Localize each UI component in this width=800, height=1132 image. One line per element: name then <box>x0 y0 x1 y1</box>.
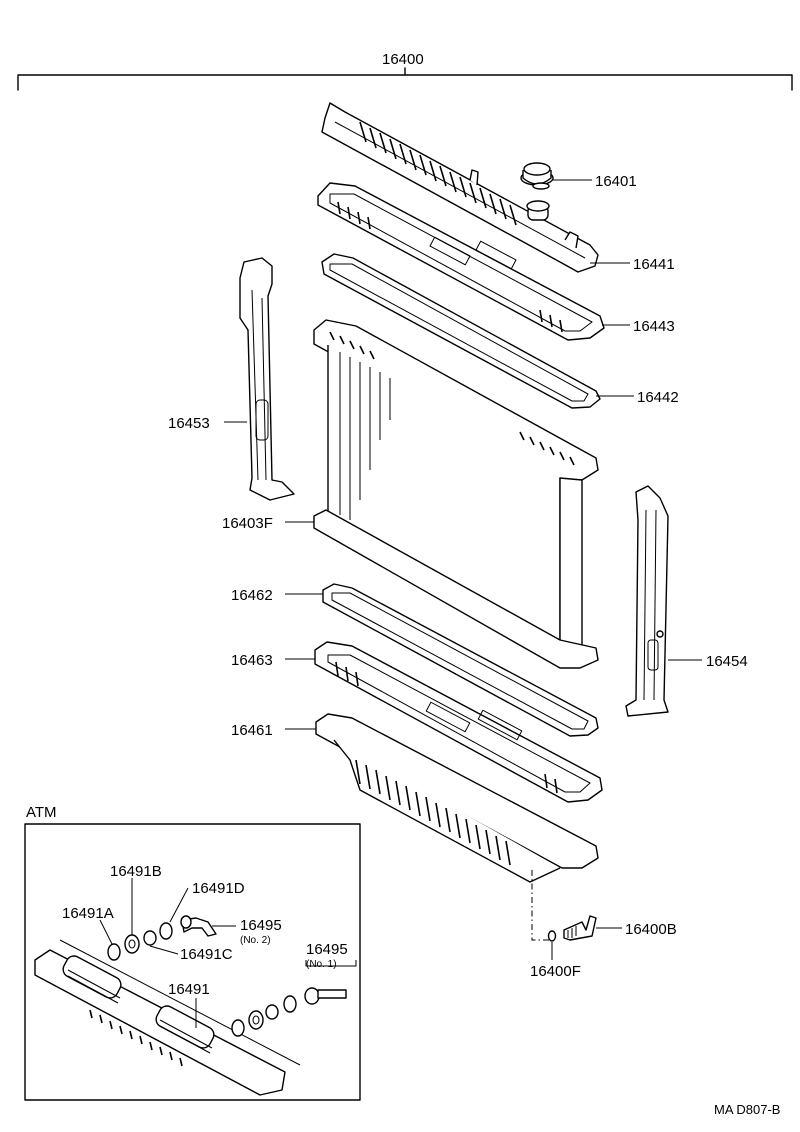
label-16400B: 16400B <box>625 921 677 938</box>
label-16403F: 16403F <box>222 515 273 532</box>
upper-o-ring <box>321 253 601 409</box>
upper-tank-gasket-frame <box>317 182 605 341</box>
label-16461: 16461 <box>231 722 273 739</box>
left-side-support <box>239 257 295 501</box>
atm-label-no1: (No. 1) <box>306 959 337 970</box>
label-16441: 16441 <box>633 256 675 273</box>
upper-tank <box>321 102 599 273</box>
atm-label-16495-no2: 16495 <box>240 917 282 934</box>
atm-oil-cooler <box>34 939 301 1096</box>
leader-lines <box>224 179 702 960</box>
atm-label-16491D: 16491D <box>192 880 245 897</box>
atm-label-16491: 16491 <box>168 981 210 998</box>
assembly-bracket <box>17 67 793 91</box>
atm-label-no2: (No. 2) <box>240 935 271 946</box>
label-16400F: 16400F <box>530 963 581 980</box>
lower-tank <box>315 713 599 883</box>
label-16454: 16454 <box>706 653 748 670</box>
atm-washers-no1 <box>231 987 347 1037</box>
lower-o-ring <box>322 583 599 737</box>
label-16453: 16453 <box>168 415 210 432</box>
label-16463: 16463 <box>231 652 273 669</box>
lower-tank-gasket-frame <box>314 641 603 803</box>
radiator-cap <box>520 162 554 190</box>
atm-title: ATM <box>26 804 57 821</box>
label-16443: 16443 <box>633 318 675 335</box>
atm-label-16491C: 16491C <box>180 946 233 963</box>
atm-label-16495-no1: 16495 <box>306 941 348 958</box>
atm-leader-lines <box>99 878 357 1028</box>
right-side-support <box>625 485 669 717</box>
footer-code: MA D807-B <box>714 1102 780 1117</box>
atm-label-16491B: 16491B <box>110 863 162 880</box>
radiator-core <box>313 319 599 669</box>
atm-label-16491A: 16491A <box>62 905 114 922</box>
drain-assembly <box>531 870 597 942</box>
label-16462: 16462 <box>231 587 273 604</box>
assembly-label: 16400 <box>382 51 424 68</box>
label-16442: 16442 <box>637 389 679 406</box>
label-16401: 16401 <box>595 173 637 190</box>
atm-inset-frame <box>24 823 361 1101</box>
atm-washers-no2 <box>107 915 217 961</box>
